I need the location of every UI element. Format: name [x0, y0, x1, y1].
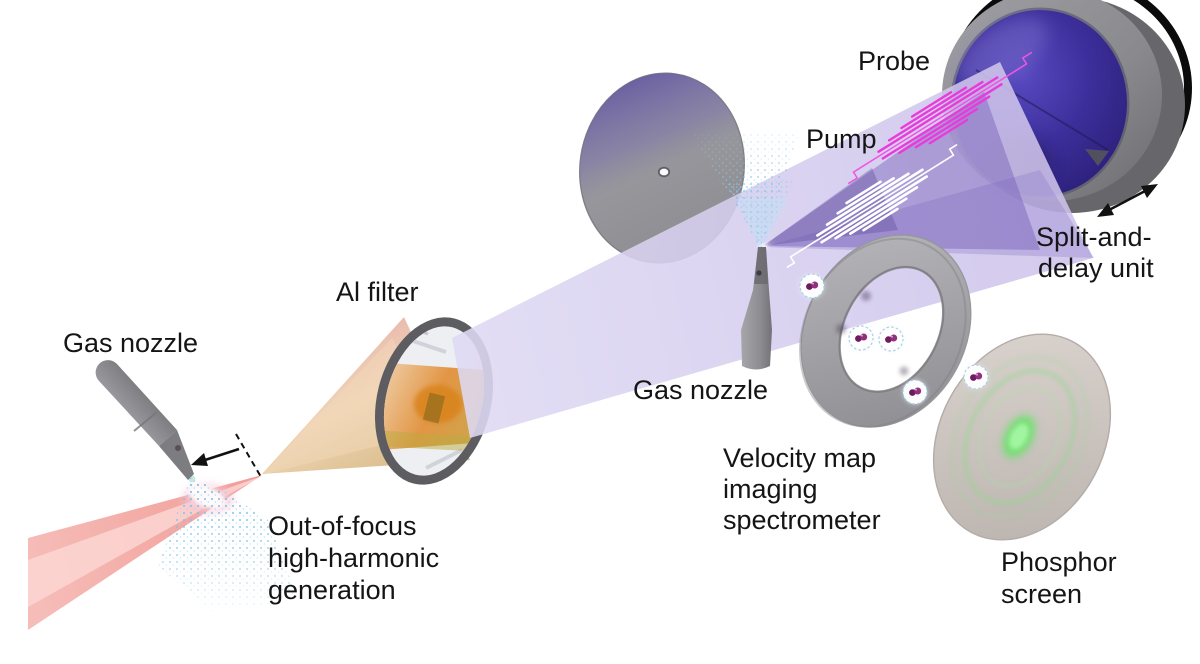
- label-gas-nozzle-center: Gas nozzle: [633, 375, 768, 405]
- molecule: [878, 326, 904, 352]
- gas-nozzle-center: [741, 247, 772, 370]
- focused-pump-probe-beams: [755, 92, 1094, 258]
- labels: Gas nozzle Al filter Out-of-focus high-h…: [63, 46, 1154, 609]
- disc-hole: [657, 166, 671, 178]
- focus-dashed-line: [235, 433, 262, 478]
- phosphor-glow-core: [1009, 423, 1029, 450]
- housing-notch: [1085, 149, 1109, 166]
- vmi-spot: [861, 291, 871, 301]
- nozzle-dark-spot: [756, 270, 762, 276]
- label-gas-nozzle-left: Gas nozzle: [63, 328, 198, 358]
- molecule: [963, 364, 989, 390]
- label-phosphor-1: Phosphor: [1001, 547, 1117, 577]
- delay-scan-arrow: [1097, 184, 1158, 217]
- label-probe: Probe: [858, 46, 930, 76]
- molecule: [902, 379, 928, 405]
- focused-beam-lower: [763, 170, 1094, 258]
- vmi-spot: [899, 366, 909, 376]
- label-al-filter: Al filter: [336, 277, 419, 307]
- filter-inner: [374, 324, 488, 478]
- nozzle-seam: [133, 411, 158, 432]
- vmi-spot: [836, 324, 846, 334]
- vmi-spectrometer: [799, 234, 972, 428]
- label-split-delay-1: Split-and-: [1036, 222, 1152, 252]
- pump-pulse: [786, 144, 958, 268]
- gas-nozzle-left: [95, 360, 194, 480]
- probe-pulse: [847, 51, 1033, 185]
- vmi-hole-rim: [838, 265, 945, 393]
- label-vmi-1: Velocity map: [723, 443, 876, 473]
- mirror-highlight: [955, 16, 1049, 88]
- molecule: [848, 325, 874, 351]
- molecule: [799, 273, 825, 299]
- label-phosphor-2: screen: [1001, 579, 1082, 609]
- focus-offset-annotation: [191, 433, 262, 478]
- label-out-of-focus-2: high-harmonic: [268, 543, 439, 573]
- focused-beam-upper: [763, 92, 1040, 250]
- nozzle-dark-spot: [175, 445, 181, 451]
- label-out-of-focus-3: generation: [268, 575, 396, 605]
- ion-ring-outer: [950, 355, 1089, 519]
- gas-jet-core: [738, 198, 788, 250]
- nozzle-body: [95, 360, 177, 446]
- label-out-of-focus-1: Out-of-focus: [268, 511, 417, 541]
- ion-ring-inner: [977, 386, 1063, 488]
- ion-ring-mid: [962, 368, 1078, 506]
- label-pump: Pump: [806, 124, 877, 154]
- offset-arrow-head: [191, 453, 208, 466]
- xuv-beam-band: [452, 62, 1093, 438]
- label-vmi-3: spectrometer: [723, 505, 881, 535]
- label-split-delay-2: delay unit: [1038, 253, 1154, 283]
- nozzle-cone: [159, 430, 194, 480]
- gas-jet-spray-left: [158, 478, 298, 612]
- label-vmi-2: imaging: [723, 474, 818, 504]
- offset-arrow-line: [204, 447, 240, 462]
